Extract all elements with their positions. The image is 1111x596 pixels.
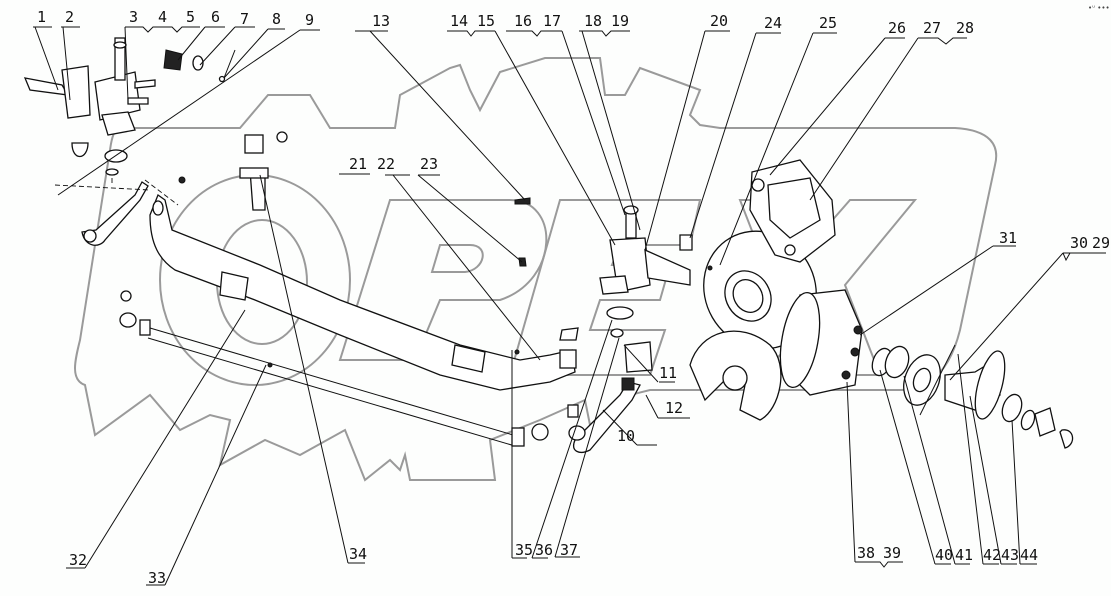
callout-19: 19	[611, 12, 629, 30]
callout-24: 24	[764, 14, 782, 32]
callout-8: 8	[272, 10, 281, 28]
callout-5: 5	[186, 8, 195, 26]
callout-2: 2	[65, 8, 74, 26]
callout-36: 36	[535, 541, 553, 559]
callout-4: 4	[158, 8, 167, 26]
callout-38: 38	[857, 544, 875, 562]
callout-10: 10	[617, 427, 635, 445]
assembly-line-left	[54, 178, 179, 206]
watermark-logo	[74, 57, 998, 482]
callout-44: 44	[1020, 546, 1038, 564]
callout-6: 6	[211, 8, 220, 26]
parts	[23, 37, 1074, 453]
callout-11: 11	[659, 364, 677, 382]
callout-30: 30	[1070, 234, 1088, 252]
callout-27: 27	[923, 19, 941, 37]
leader-lines	[33, 26, 1106, 586]
small-parts-top-left	[163, 49, 236, 83]
callout-13: 13	[372, 12, 390, 30]
callout-17: 17	[543, 12, 561, 30]
callout-32: 32	[69, 551, 87, 569]
watermark-gear-outline	[74, 57, 998, 482]
callout-39: 39	[883, 544, 901, 562]
center-hardware	[514, 197, 579, 369]
callout-12: 12	[665, 399, 683, 417]
callout-3: 3	[129, 8, 138, 26]
outer-hub-parts	[1001, 393, 1074, 449]
brake-caliper	[749, 159, 836, 263]
callout-42: 42	[983, 546, 1001, 564]
wheel-hub	[944, 350, 1006, 420]
callout-25: 25	[819, 14, 837, 32]
callout-23: 23	[420, 155, 438, 173]
callout-35: 35	[515, 541, 533, 559]
callout-29: 29	[1092, 234, 1110, 252]
dust-shield	[689, 330, 782, 421]
brake-drum	[779, 289, 863, 396]
callout-labels: 1 2 3 4 5 6 7 8 9 13 14 15 16 17 18 19 2…	[37, 4, 1110, 587]
callout-21: 21	[349, 155, 367, 173]
callout-22: 22	[377, 155, 395, 173]
callout-9: 9	[305, 11, 314, 29]
callout-26: 26	[888, 19, 906, 37]
callout-20: 20	[710, 12, 728, 30]
callout-7: 7	[240, 10, 249, 28]
callout-28: 28	[956, 19, 974, 37]
callout-41: 41	[955, 546, 973, 564]
callout-15: 15	[477, 12, 495, 30]
callout-31: 31	[999, 229, 1017, 247]
hub-bearings	[871, 344, 956, 416]
tie-rod	[119, 290, 549, 447]
callout-16: 16	[514, 12, 532, 30]
front-axle-beam	[149, 193, 576, 391]
corner-mark: •ᵘ •••	[1088, 4, 1110, 12]
callout-1: 1	[37, 8, 46, 26]
callout-18: 18	[584, 12, 602, 30]
callout-33: 33	[148, 569, 166, 587]
callout-40: 40	[935, 546, 953, 564]
steering-arm	[81, 176, 186, 246]
drag-link	[239, 131, 288, 211]
callout-14: 14	[450, 12, 468, 30]
right-steering-knuckle	[599, 205, 693, 373]
callout-43: 43	[1001, 546, 1019, 564]
callout-34: 34	[349, 545, 367, 563]
left-steering-knuckle	[23, 37, 156, 176]
callout-37: 37	[560, 541, 578, 559]
